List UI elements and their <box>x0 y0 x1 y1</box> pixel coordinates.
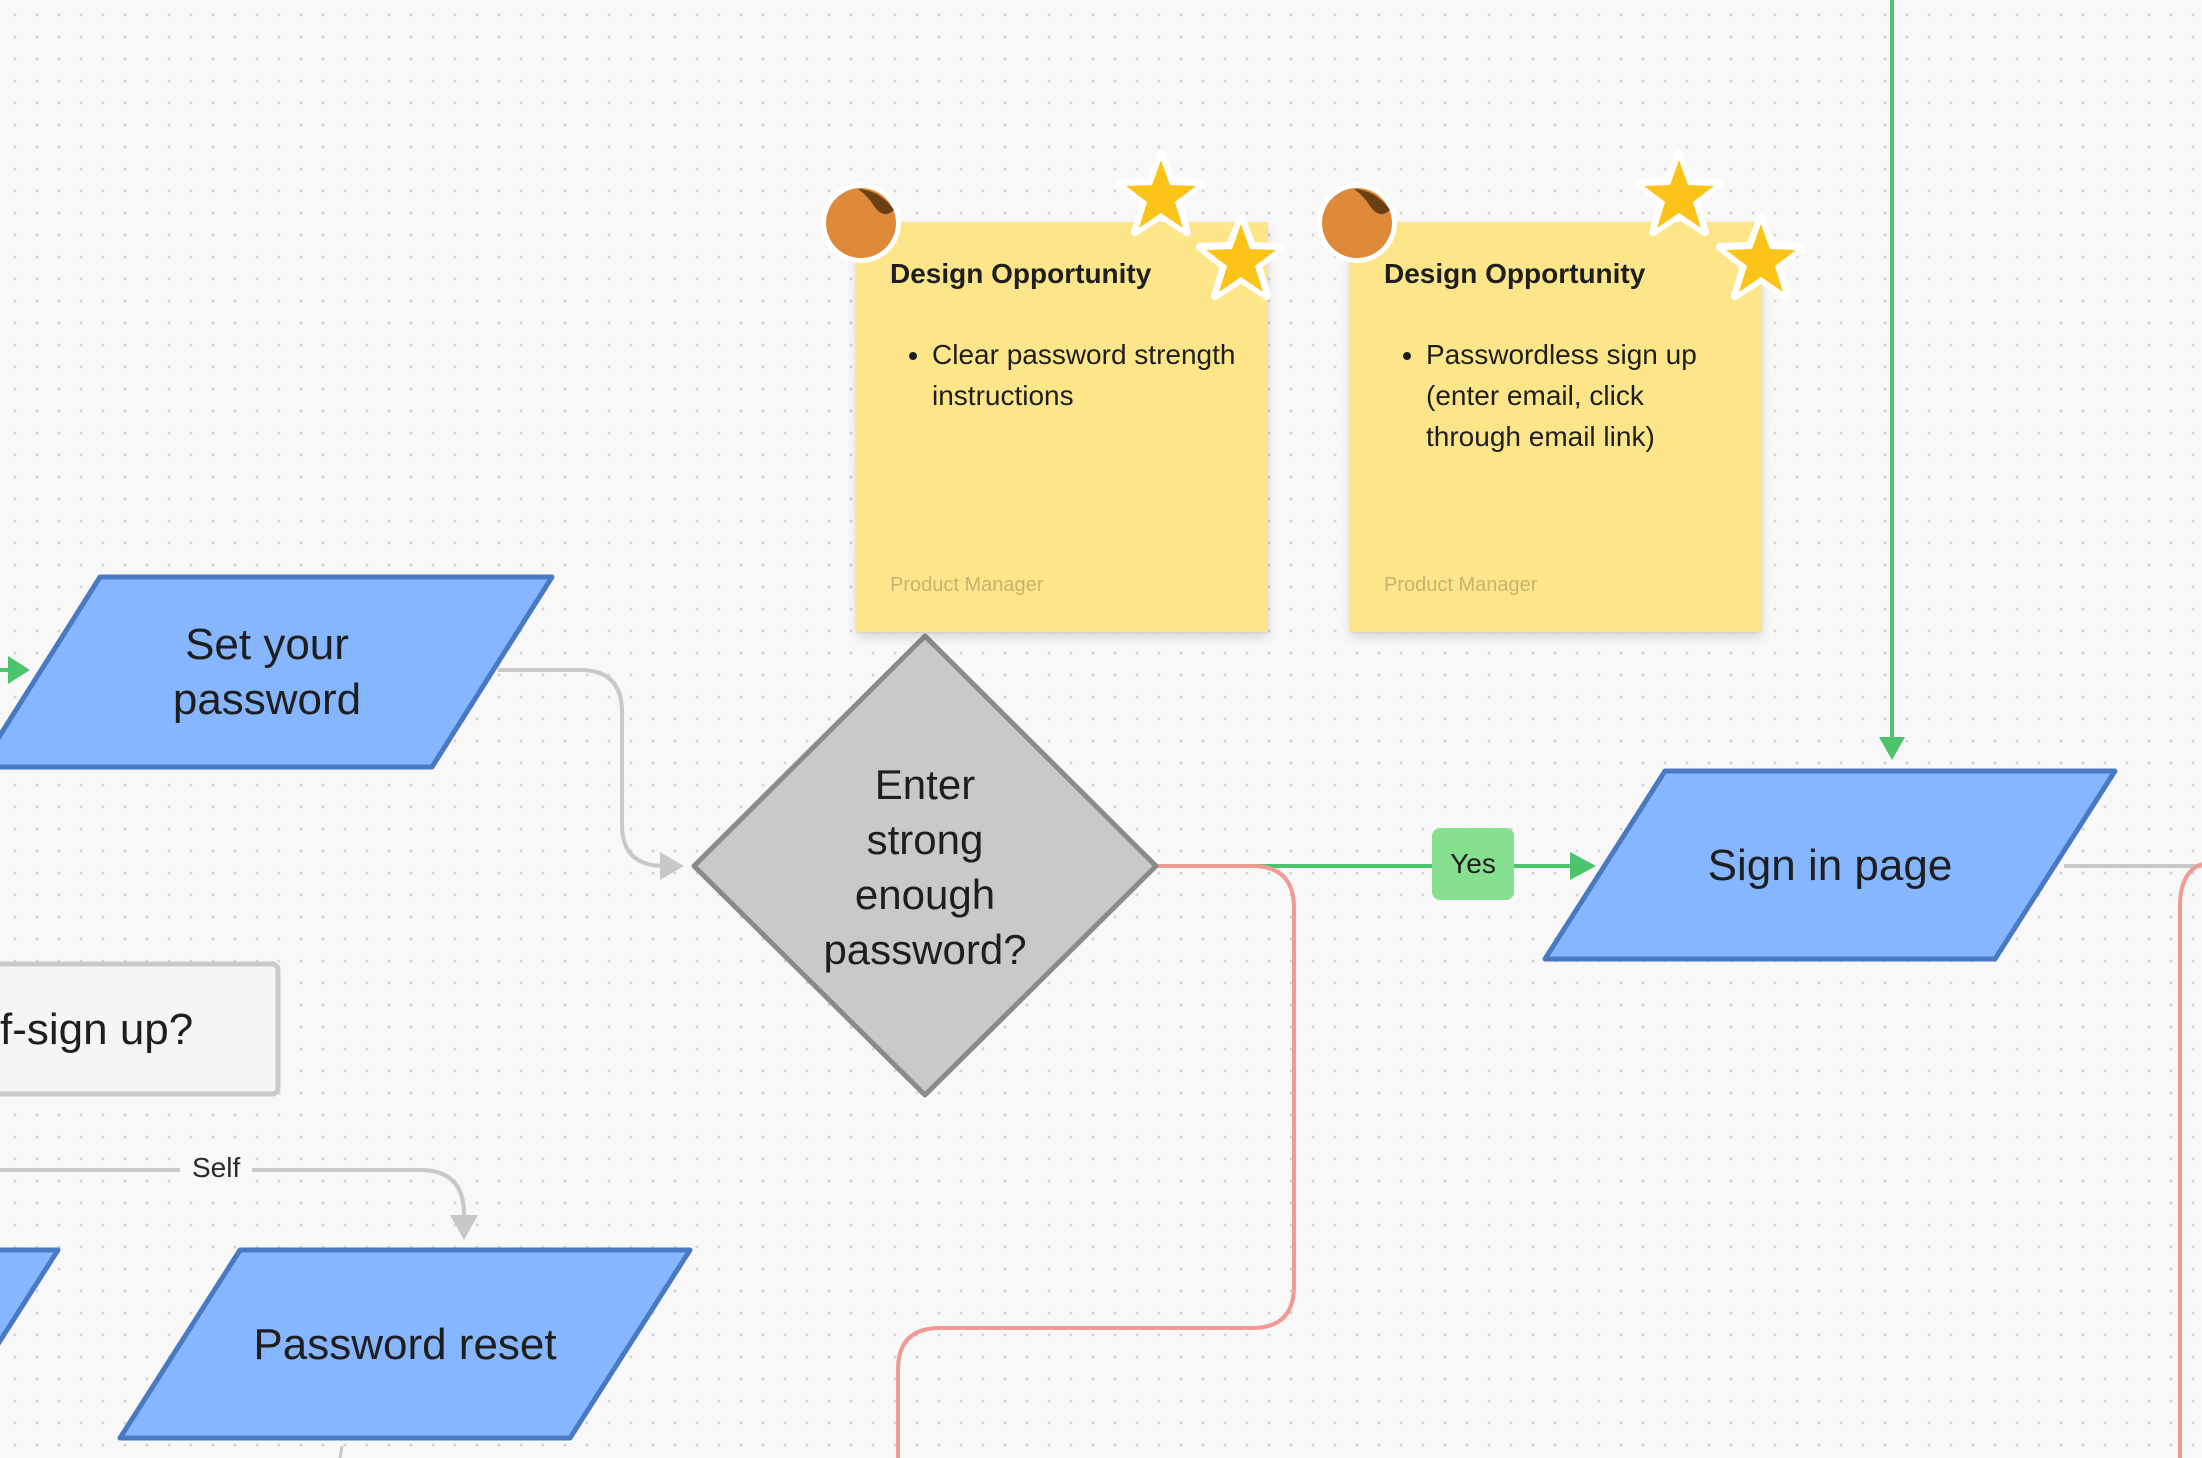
sticky-note[interactable]: Design Opportunity Clear password streng… <box>856 222 1268 632</box>
sticky-author: Product Manager <box>1384 574 1538 596</box>
star-icon[interactable] <box>1634 150 1724 240</box>
edge-set-password-to-decision[interactable] <box>498 668 684 880</box>
edge-self-to-password-reset[interactable] <box>0 1168 478 1240</box>
edge-right-red[interactable] <box>2178 862 2202 1458</box>
sticky-title: Design Opportunity <box>890 258 1152 289</box>
sticky-note[interactable]: Design Opportunity Passwordless sign up … <box>1350 222 1762 632</box>
sticky-bullet-list: Clear password strength instructions <box>890 334 1242 416</box>
sticky-author: Product Manager <box>890 574 1044 596</box>
star-icon[interactable] <box>1716 214 1806 304</box>
edge-stub-bottom <box>338 1445 344 1458</box>
star-icon[interactable] <box>1116 150 1206 240</box>
star-icon[interactable] <box>1196 214 1286 304</box>
password-reset-shape[interactable] <box>117 1247 693 1441</box>
strong-password-label: Enter strong enough password? <box>823 761 1027 973</box>
sticky-bullet: Passwordless sign up (enter email, click… <box>1426 334 1726 457</box>
sign-in-page-label: Sign in page <box>1707 840 1953 890</box>
edge-into-set-password[interactable] <box>0 656 30 684</box>
self-sign-up-shape[interactable] <box>0 961 281 1097</box>
sticky-bullet: Clear password strength instructions <box>932 334 1242 416</box>
set-password-label: Set your password <box>172 620 362 724</box>
orange-peel-dot-icon[interactable] <box>1314 180 1400 266</box>
strong-password-decision-shape[interactable] <box>691 633 1159 1098</box>
password-reset-label: Password reset <box>253 1319 557 1369</box>
orange-peel-dot-icon[interactable] <box>818 180 904 266</box>
self-edge-label[interactable]: Self <box>180 1152 253 1184</box>
edge-top-to-sign-in[interactable] <box>1879 0 1905 760</box>
sticky-title: Design Opportunity <box>1384 258 1646 289</box>
partial-process-shape[interactable] <box>0 1247 61 1438</box>
edge-no-loop[interactable] <box>896 864 1296 1458</box>
set-password-shape[interactable] <box>0 574 555 770</box>
sticky-bullet-list: Passwordless sign up (enter email, click… <box>1384 334 1726 457</box>
yes-edge-label[interactable]: Yes <box>1432 828 1514 900</box>
sign-in-page-shape[interactable] <box>1542 768 2118 962</box>
self-sign-up-label: f-sign up? <box>0 1004 194 1054</box>
